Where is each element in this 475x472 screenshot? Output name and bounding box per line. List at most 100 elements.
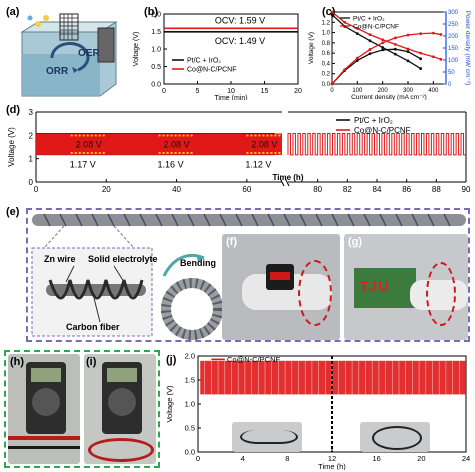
series-point-c-0 — [393, 52, 397, 56]
y-tick-label-b: 1.0 — [151, 47, 161, 54]
y-tick-label-d: 2 — [29, 131, 34, 140]
x-tick-label-j: 20 — [417, 454, 425, 463]
x-tick-label-b: 15 — [261, 88, 269, 95]
panel-a: (a) OER ORR — [4, 4, 128, 100]
x-tick-label-d: 40 — [172, 185, 181, 194]
y-tick-label-d: 3 — [29, 108, 34, 117]
y2-tick-label-c: 50 — [448, 70, 455, 76]
label-orr: ORR — [46, 66, 69, 77]
series-point-c-1 — [431, 55, 435, 59]
series-point-c-3 — [355, 56, 359, 60]
photo-j-inset-bent — [360, 422, 430, 452]
y2-tick-label-c: 200 — [448, 34, 459, 40]
x-tick-label-c: 200 — [378, 88, 389, 94]
series-line-c-3 — [331, 32, 442, 85]
series-point-c-3 — [330, 82, 334, 86]
band-red-j — [200, 360, 466, 395]
series-point-c-2 — [393, 47, 397, 51]
series-point-c-1 — [368, 33, 372, 37]
panel-label-a: (a) — [6, 6, 20, 18]
y-tick-label-b: 0.0 — [151, 82, 161, 89]
x-tick-label-b: 10 — [227, 88, 235, 95]
y-axis-label-d: Voltage (V) — [7, 127, 16, 167]
panel-e: (e) Zn wire Solid electrolyte Carbon fib… — [4, 204, 472, 344]
panel-label-b: (b) — [144, 6, 159, 18]
series-line-c-1 — [331, 11, 442, 60]
series-point-c-2 — [419, 57, 423, 61]
y-axis-label-j: Voltage (V) — [165, 385, 174, 423]
y-tick-label-j: 0.0 — [185, 448, 195, 457]
y-tick-label-c: 0.6 — [322, 51, 331, 57]
x-tick-label-c: 0 — [330, 88, 334, 94]
y2-tick-label-c: 300 — [448, 10, 459, 16]
y-tick-label-d: 0 — [29, 178, 34, 187]
series-point-c-2 — [368, 52, 372, 56]
series-point-c-3 — [368, 48, 372, 51]
series-point-c-2 — [381, 48, 385, 52]
series-point-c-0 — [330, 13, 334, 16]
label-oer: OER — [78, 48, 100, 59]
label-bending: Bending — [180, 258, 216, 268]
x-tick-label-b: 5 — [196, 88, 200, 95]
x-axis-label-d: Time (h) — [273, 173, 304, 182]
x-tick-label-j: 24 — [462, 454, 470, 463]
x-tick-label-d: 80 — [313, 185, 322, 194]
series-point-c-3 — [431, 31, 435, 35]
series-point-c-0 — [419, 67, 423, 70]
y-tick-label-c: 0.0 — [322, 82, 331, 88]
legend-label-c-1: Co@N-C/PCNF — [353, 24, 399, 31]
y2-tick-label-c: 100 — [448, 58, 459, 64]
panel-label-i: (i) — [86, 356, 97, 368]
panel-label-d: (d) — [6, 104, 21, 116]
annotation-ocv-black: OCV: 1.49 V — [215, 36, 265, 46]
series-line-c-0 — [331, 14, 422, 70]
series-line-c-2 — [331, 48, 421, 85]
photo-i-multimeter — [84, 354, 156, 464]
series-point-c-0 — [381, 46, 385, 49]
series-point-c-3 — [406, 33, 410, 37]
series-point-c-1 — [419, 51, 423, 55]
series-point-c-1 — [355, 27, 359, 30]
x-tick-label-d: 82 — [343, 185, 352, 194]
annotation-discharge-d: 1.12 V — [245, 159, 271, 169]
legend-label-j: Co@N-C/PCNF — [227, 355, 280, 364]
y-tick-label-c: 0.2 — [322, 72, 331, 78]
x-tick-label-d: 90 — [462, 185, 471, 194]
photo-j-inset-straight — [232, 422, 302, 452]
legend-label-d-0: Pt/C + IrO₂ — [354, 116, 393, 125]
photo-g-wrist-tju — [344, 234, 468, 340]
y-tick-label-c: 0.8 — [322, 41, 331, 47]
band-red-d — [36, 133, 282, 155]
series-point-c-1 — [439, 57, 443, 61]
y-tick-label-j: 0.5 — [185, 424, 195, 433]
fiber-battery-illustration — [31, 213, 466, 340]
panel-hi-dashed-border — [4, 350, 160, 468]
series-line-d-zoom — [287, 132, 466, 156]
series-point-c-2 — [406, 50, 410, 53]
y-tick-label-d: 1 — [29, 155, 34, 164]
panel-e-dashed-border — [26, 208, 470, 342]
y-tick-label-b: 1.5 — [151, 29, 161, 36]
x-tick-label-c: 300 — [403, 88, 414, 94]
series-point-c-3 — [381, 41, 385, 45]
label-tju: TJU — [360, 278, 390, 294]
axis-break-mark — [279, 177, 290, 187]
annotation-charge-d: 2.08 V — [251, 140, 277, 150]
y2-tick-label-c: 250 — [448, 22, 459, 28]
x-tick-label-c: 400 — [428, 88, 439, 94]
series-point-c-2 — [355, 59, 359, 62]
x-tick-label-j: 12 — [328, 454, 336, 463]
annotation-discharge-d: 1.17 V — [70, 159, 96, 169]
panel-label-h: (h) — [10, 356, 25, 368]
x-tick-label-d: 84 — [373, 185, 382, 194]
x-tick-label-j: 16 — [372, 454, 380, 463]
x-tick-label-d: 86 — [402, 185, 411, 194]
y-tick-label-c: 0.4 — [322, 61, 331, 67]
